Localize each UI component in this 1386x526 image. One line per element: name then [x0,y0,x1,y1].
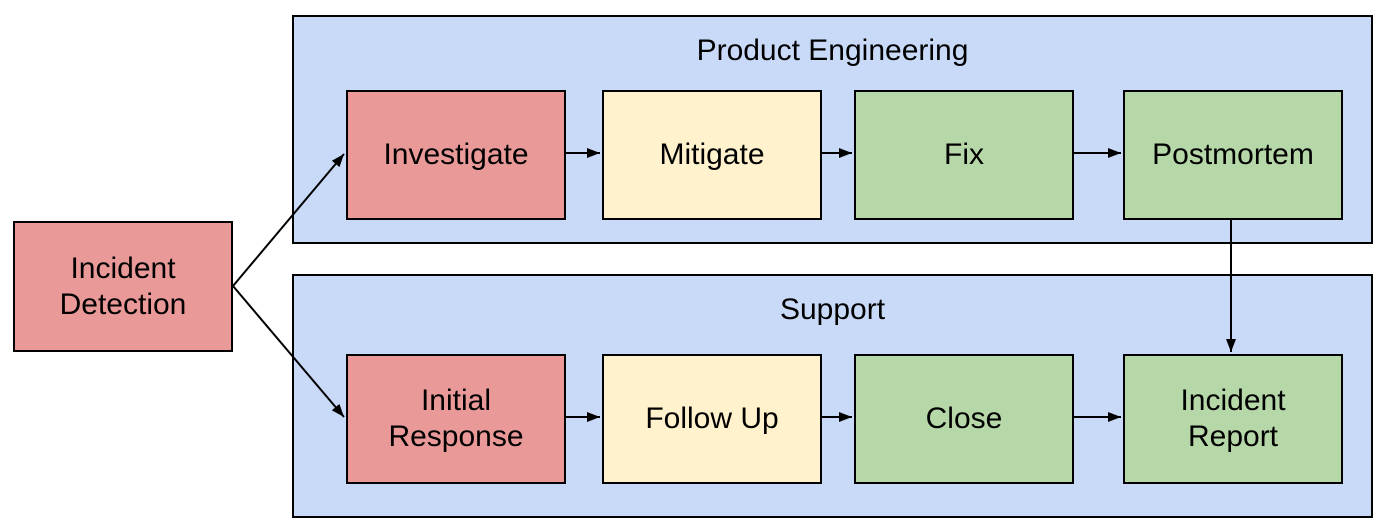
node-fix: Fix [854,90,1074,220]
node-follow-up: Follow Up [602,354,822,484]
group-title-support: Support [779,293,886,326]
group-support: Support Initial Response Follow Up Close… [292,274,1373,518]
node-initial-response: Initial Response [346,354,566,484]
node-incident-report: Incident Report [1123,354,1343,484]
node-incident-detection: Incident Detection [13,221,233,352]
group-product-engineering: Product Engineering Investigate Mitigate… [292,15,1373,244]
group-title-product-engineering: Product Engineering [696,34,969,67]
node-investigate: Investigate [346,90,566,220]
node-close: Close [854,354,1074,484]
node-mitigate: Mitigate [602,90,822,220]
node-postmortem: Postmortem [1123,90,1343,220]
